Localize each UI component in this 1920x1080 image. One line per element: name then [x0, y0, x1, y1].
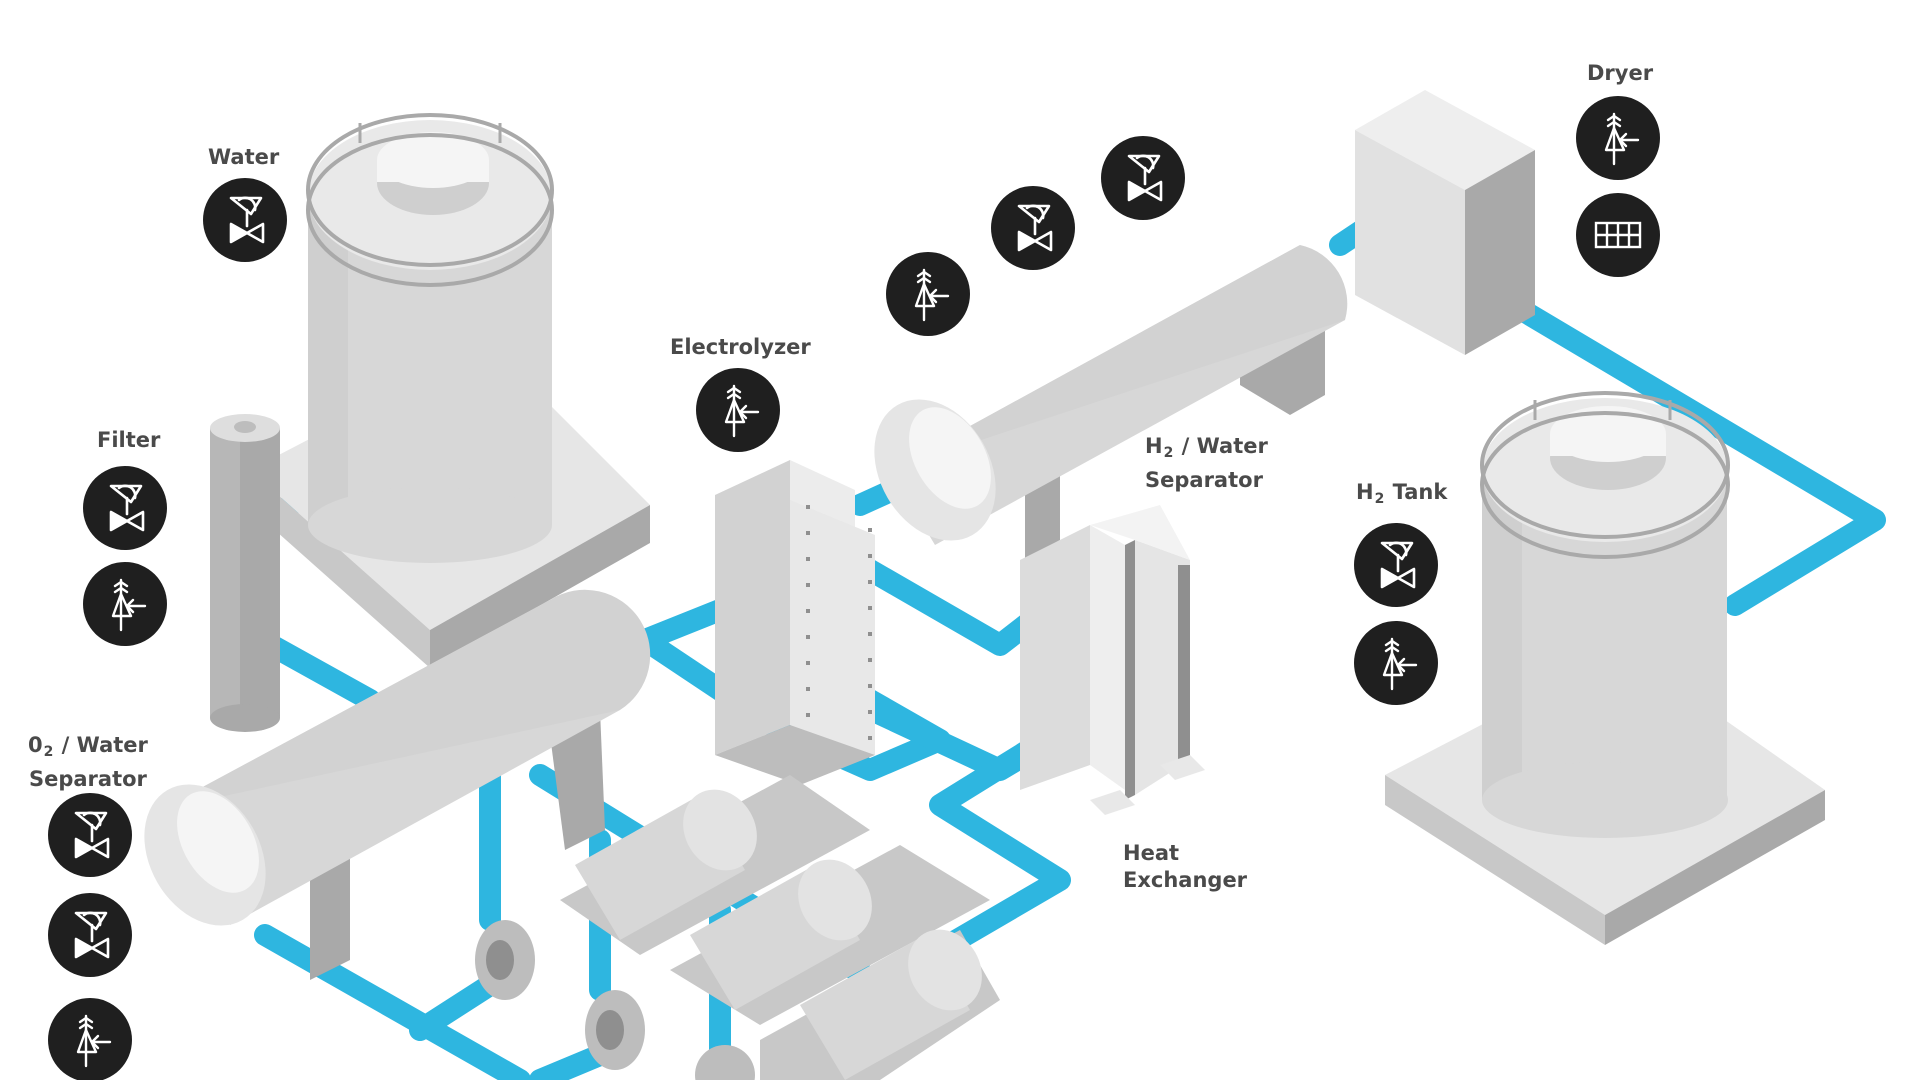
- label-electrolyzer: Electrolyzer: [670, 335, 811, 359]
- o2-sep-suffix: / Water: [54, 733, 148, 757]
- label-filter: Filter: [97, 428, 161, 452]
- o2-separator-word: Separator: [28, 767, 147, 791]
- label-o2-water-separator: 02 / Water Separator: [28, 732, 148, 793]
- o2-separator-control-valve-icon-2: [48, 893, 132, 977]
- h2-tank-symbol: H: [1356, 480, 1374, 504]
- heat-exchanger-line1: Heat: [1123, 841, 1180, 865]
- heat-exchanger: [1020, 505, 1205, 815]
- electrolyzer-stack: [715, 460, 875, 785]
- h2-separator-pressure-transmitter-icon: [886, 252, 970, 336]
- pipe-electrolyzer-loop-right: [859, 559, 1056, 656]
- h2-separator-control-valve-icon-2: [1101, 136, 1185, 220]
- instrument-icons: [48, 96, 1660, 1080]
- pump-motor-a: [475, 789, 757, 1000]
- h2-tank-subscript: 2: [1374, 491, 1385, 507]
- o2-separator-control-valve-icon-1: [48, 793, 132, 877]
- dryer-pressure-transmitter-icon: [1576, 96, 1660, 180]
- filter-pressure-transmitter-icon: [83, 562, 167, 646]
- h2-symbol: H: [1145, 434, 1163, 458]
- pump-motor-c: [695, 929, 982, 1080]
- pump-motor-b: [585, 859, 872, 1070]
- label-water: Water: [208, 145, 280, 169]
- pump-skid: [475, 775, 1000, 1080]
- o2-separator-pressure-transmitter-icon: [48, 998, 132, 1080]
- h2-separator-control-valve-icon-1: [991, 186, 1075, 270]
- heat-exchanger-line2: Exchanger: [1123, 868, 1248, 892]
- pipe-pump-discharge-a: [409, 974, 501, 1041]
- pipe-pump-discharge-b: [529, 1044, 611, 1080]
- o2-subscript: 2: [43, 744, 54, 760]
- pipe-dryer-to-h2-tank: [1489, 286, 1886, 616]
- label-dryer: Dryer: [1587, 61, 1654, 85]
- h2-tank: [1385, 391, 1825, 945]
- h2-tank-pressure-transmitter-icon: [1354, 621, 1438, 705]
- pipe-o2-separator-return: [254, 924, 531, 1080]
- h2-subscript: 2: [1163, 445, 1174, 461]
- label-h2-water-separator: H2 / Water Separator: [1145, 433, 1268, 494]
- h2-tank-suffix: Tank: [1385, 480, 1448, 504]
- electrolyzer-pressure-transmitter-icon: [696, 368, 780, 452]
- o2-symbol: 0: [28, 733, 43, 757]
- water-tank: [250, 113, 650, 668]
- h2-tank-control-valve-icon: [1354, 523, 1438, 607]
- dryer: [1355, 90, 1535, 355]
- label-h2-tank: H2 Tank: [1356, 479, 1447, 513]
- filter-column: [210, 414, 280, 732]
- dryer-grid-sensor-icon: [1576, 193, 1660, 277]
- h2-separator-word: Separator: [1145, 468, 1263, 492]
- o2-water-separator: [144, 589, 651, 980]
- h2-sep-suffix: / Water: [1174, 434, 1268, 458]
- filter-control-valve-icon: [83, 466, 167, 550]
- label-heat-exchanger: Heat Exchanger: [1123, 840, 1247, 894]
- h2-water-separator: [874, 245, 1348, 560]
- water-control-valve-icon: [203, 178, 287, 262]
